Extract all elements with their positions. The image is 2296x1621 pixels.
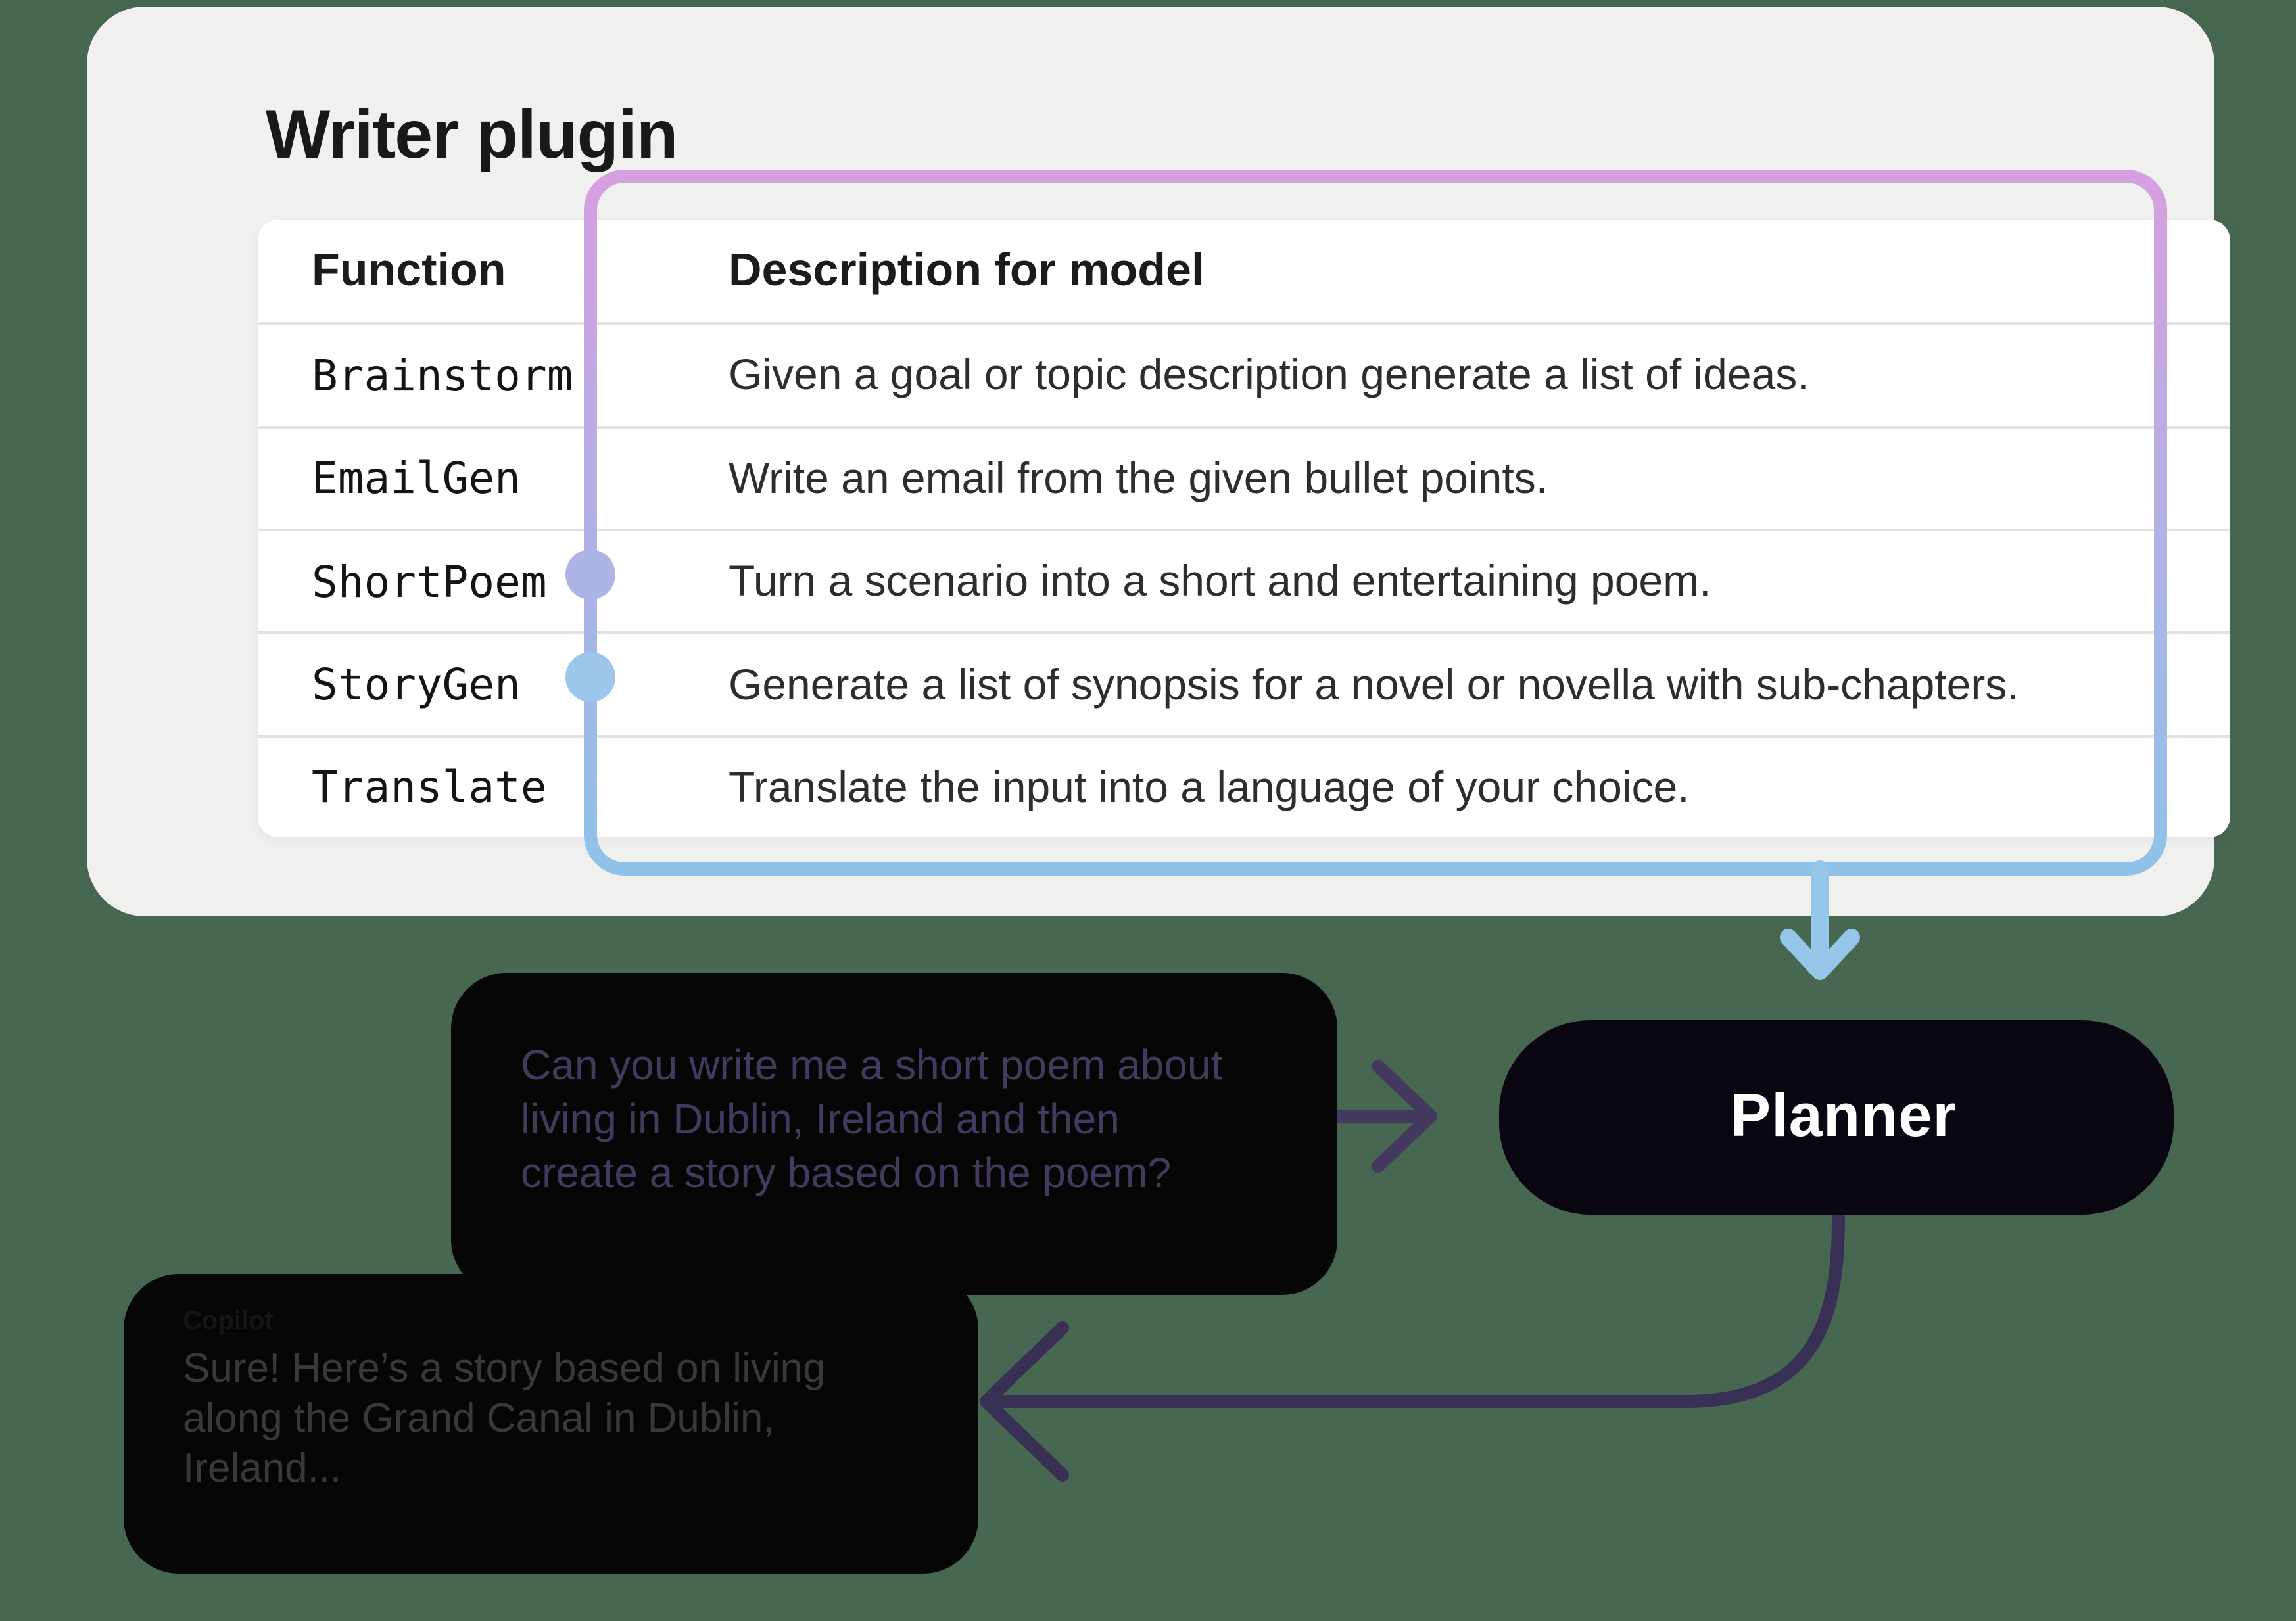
copilot-message-line: along the Grand Canal in Dublin, — [183, 1395, 775, 1441]
function-description: Given a goal or topic description genera… — [729, 350, 1809, 399]
user-message-bubble: Can you write me a short poem about livi… — [451, 973, 1337, 1295]
function-name: EmailGen — [312, 452, 521, 504]
copilot-message-line: Sure! Here’s a story based on living — [183, 1345, 826, 1391]
table-row: ShortPoem Turn a scenario into a short a… — [258, 528, 2230, 632]
user-message-line: create a story based on the poem? — [521, 1149, 1172, 1196]
table-row: StoryGen Generate a list of synopsis for… — [258, 631, 2230, 735]
table-row: Brainstorm Given a goal or topic descrip… — [258, 322, 2230, 426]
table-row: EmailGen Write an email from the given b… — [258, 425, 2230, 529]
table-row: Translate Translate the input into a lan… — [258, 734, 2230, 837]
planner-node: Planner — [1499, 1020, 2174, 1215]
column-header-description: Description for model — [729, 245, 1205, 296]
plugin-card-title: Writer plugin — [266, 97, 678, 174]
function-name: Translate — [312, 761, 547, 813]
column-header-function: Function — [312, 245, 506, 296]
function-description: Turn a scenario into a short and enterta… — [729, 556, 1711, 605]
function-name: Brainstorm — [312, 349, 573, 401]
function-name: StoryGen — [312, 659, 521, 710]
arrow-left-icon — [980, 1321, 1069, 1482]
function-table: Function Description for model Brainstor… — [258, 220, 2230, 837]
copilot-message-bubble: Copilot Sure! Here’s a story based on li… — [124, 1274, 978, 1574]
function-description: Generate a list of synopsis for a novel … — [729, 659, 2019, 708]
planner-label: Planner — [1730, 1080, 1957, 1148]
function-description: Write an email from the given bullet poi… — [729, 453, 1548, 502]
user-message-line: living in Dublin, Ireland and then — [521, 1095, 1120, 1142]
function-description: Translate the input into a language of y… — [729, 762, 1690, 811]
user-message-line: Can you write me a short poem about — [521, 1041, 1223, 1089]
copilot-message-line: Ireland... — [183, 1445, 342, 1491]
copilot-author-label: Copilot — [183, 1307, 274, 1336]
writer-plugin-card: Writer plugin Function Description for m… — [87, 7, 2230, 916]
table-header-row: Function Description for model — [258, 220, 2230, 323]
arrow-right-icon — [1316, 1060, 1437, 1173]
function-name: ShortPoem — [312, 555, 547, 607]
